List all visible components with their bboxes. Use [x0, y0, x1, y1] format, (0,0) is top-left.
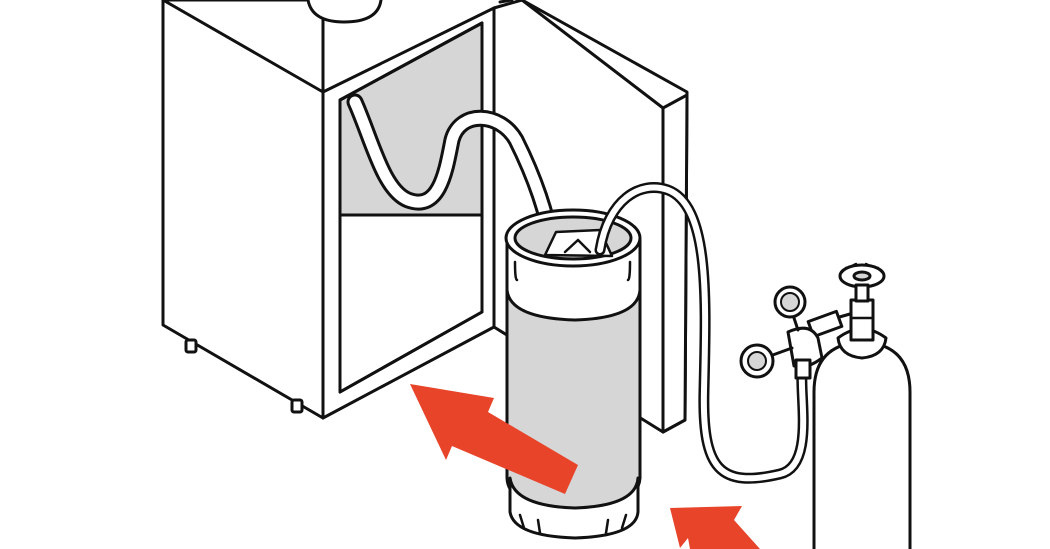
- co2-tank: [812, 262, 912, 549]
- beer-keg: [504, 208, 642, 540]
- arrow-icon: [670, 506, 760, 549]
- kegerator-cabinet: [161, 0, 496, 420]
- pressure-gauge-icon: [773, 285, 807, 332]
- cabinet-top-drip-tray: [306, 0, 383, 24]
- door-edge: [661, 93, 689, 434]
- cabinet-foot-left: [184, 338, 198, 354]
- cabinet-top-edge: [161, 0, 325, 94]
- pressure-gauge-icon: [739, 343, 794, 379]
- cabinet-left-side: [161, 0, 325, 420]
- tank-handwheel-icon: [838, 262, 886, 303]
- arrow-icon: [410, 384, 578, 494]
- gas-line-hose: [594, 182, 809, 484]
- co2-regulator: [739, 285, 852, 380]
- tank-valve: [849, 298, 875, 342]
- tank-body: [812, 340, 912, 549]
- keg-bottom-skirt: [508, 476, 640, 540]
- door-hinge: [498, 0, 514, 4]
- direction-arrows: [410, 384, 760, 549]
- cabinet-foot-right: [290, 398, 304, 414]
- beer-line-hose: [346, 93, 563, 259]
